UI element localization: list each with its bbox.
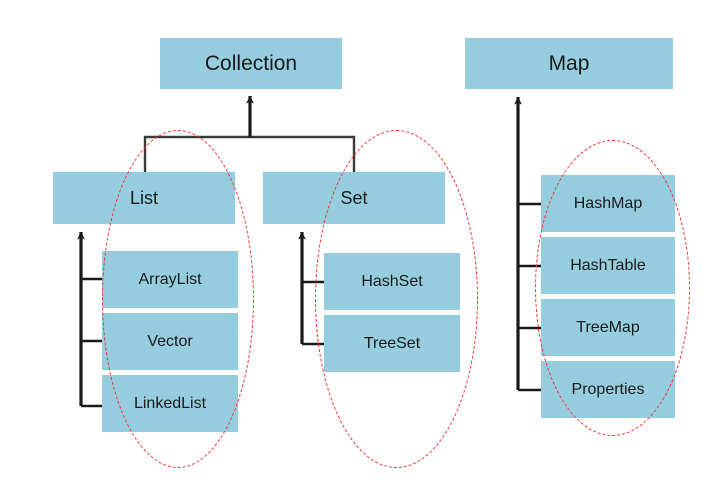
node-hashmap[interactable]: HashMap: [541, 175, 675, 232]
node-linkedlist[interactable]: LinkedList: [102, 375, 238, 432]
node-treeset[interactable]: TreeSet: [324, 315, 460, 372]
node-treemap-label: TreeMap: [576, 318, 640, 336]
node-hashset-label: HashSet: [361, 272, 423, 290]
node-arraylist-label: ArrayList: [138, 270, 202, 288]
node-set-label: Set: [340, 188, 368, 208]
node-list[interactable]: List: [53, 172, 235, 224]
node-vector[interactable]: Vector: [102, 313, 238, 370]
node-map-label: Map: [548, 52, 590, 75]
node-hashtable-label: HashTable: [570, 256, 646, 274]
node-collection-label: Collection: [204, 52, 298, 75]
node-linkedlist-label: LinkedList: [133, 394, 207, 412]
node-list-label: List: [129, 188, 158, 208]
node-hashtable[interactable]: HashTable: [541, 237, 675, 294]
node-hashmap-label: HashMap: [573, 194, 643, 212]
node-map[interactable]: Map: [465, 38, 673, 89]
edge-map-children: [514, 96, 541, 392]
node-vector-label: Vector: [147, 332, 193, 350]
node-arraylist[interactable]: ArrayList: [102, 251, 238, 308]
node-collection[interactable]: Collection: [160, 38, 342, 89]
node-treeset-label: TreeSet: [363, 334, 421, 352]
node-treemap[interactable]: TreeMap: [541, 299, 675, 356]
node-properties-label: Properties: [571, 380, 645, 398]
node-set[interactable]: Set: [263, 172, 445, 224]
node-properties[interactable]: Properties: [541, 361, 675, 418]
node-hashset[interactable]: HashSet: [324, 253, 460, 310]
edge-list-children: [77, 231, 102, 408]
edge-set-children: [298, 231, 324, 346]
